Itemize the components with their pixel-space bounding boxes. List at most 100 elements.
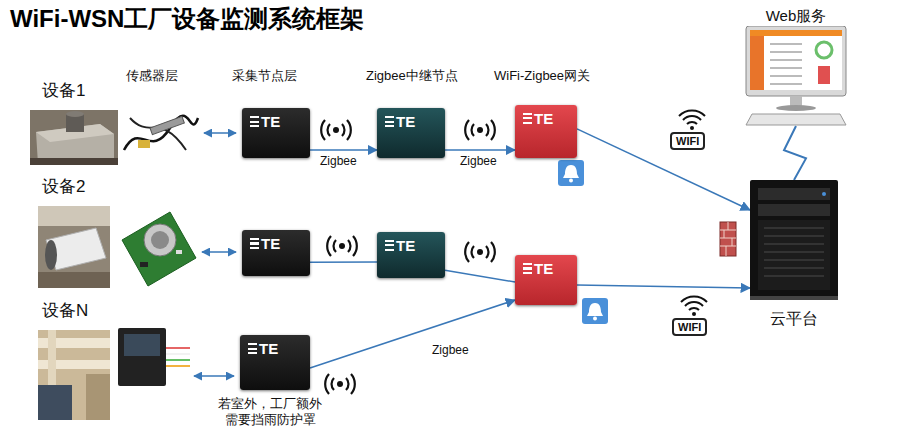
connector [310,261,377,263]
connector [577,285,750,288]
device-image [38,206,110,288]
logo-bars [385,116,394,127]
device-image-part [30,158,118,165]
firewall-bricks [720,222,736,256]
device-image-part [66,111,84,117]
wireless-dot [477,249,483,255]
device-heading: 设备2 [30,176,110,198]
te-logo: TE [523,261,553,276]
server-image-part [750,296,838,300]
wireless-icon [321,120,351,140]
cloud-heading: 云平台 [750,308,838,330]
server-image-part [822,192,826,196]
wifi-symbol [681,296,707,316]
server-image-part [750,180,838,300]
pcb-sensor-top [151,231,169,249]
sensor-cable [124,116,198,150]
server-image-part [764,228,824,276]
edge-label: Zigbee [430,343,471,357]
te-logo: TE [248,341,278,356]
lightning-link [784,126,806,180]
monitor-image-part [776,105,816,111]
logo-bars [250,116,259,127]
edge-label: Zigbee [318,154,359,168]
layer-heading: WiFi-Zigbee网关 [494,68,590,84]
logo-text: TE [396,238,415,253]
logo-text: TE [261,236,280,251]
device-image-part [30,110,118,165]
logo-bars [250,238,259,249]
meter-screen [124,334,160,356]
firewall-wall [720,222,736,256]
bell-ground [558,160,584,186]
wireless-arcs [465,242,495,262]
logo-bars [385,240,394,251]
device-image [38,330,110,420]
layer-heading: Zigbee中继节点 [366,68,458,84]
meter-body [118,328,166,386]
monitor-image [742,26,850,126]
alarm-bell [582,298,608,324]
wireless-dot [337,381,343,387]
te-logo: TE [385,238,415,253]
wireless-icon [465,242,495,262]
device-image-part [86,374,110,420]
monitor-image-part [818,66,830,84]
sensor-pcb [122,212,196,286]
wifi-arcs [679,110,705,124]
monitor-image-part [746,114,846,125]
te-module-box: TE [242,230,310,276]
monitor-image-part [750,30,842,36]
web-heading: Web服务 [742,6,850,26]
device-image-part [45,240,57,270]
logo-text: TE [534,111,553,126]
wifi-symbol [679,110,705,130]
device-image-part [38,206,110,288]
wireless-arcs [465,120,495,140]
wireless-icon [327,236,357,256]
layer-heading: 采集节点层 [232,68,297,84]
bell-shape [587,303,603,316]
wireless-arcs [327,236,357,256]
logo-text: TE [534,261,553,276]
device-heading: 设备1 [30,80,118,102]
device-image [30,110,118,165]
wireless-icon [465,120,495,140]
double-arrow [194,375,234,377]
te-module-box: TE [515,255,577,305]
server-image-part [758,204,830,216]
monitor-image-part [816,42,832,58]
server-image-part [758,220,830,290]
monitor-image-part [742,26,850,126]
wireless-dot [333,127,339,133]
pcb-chip [176,250,182,254]
te-logo: TE [250,114,280,129]
layer-heading: 传感器层 [126,68,178,84]
te-module-box: TE [242,108,310,158]
meter-wire [166,359,190,361]
logo-bars [523,263,532,274]
wireless-arcs [321,120,351,140]
pcb-sensor-can [144,224,176,256]
device-image-part [38,206,110,226]
monitor-image-part [746,26,846,96]
note-text: 若室外，工厂额外 需要挡雨防护罩 [214,396,326,428]
te-logo: TE [385,114,415,129]
bell-ground [582,298,608,324]
device-image-part [38,330,110,420]
meter-wire [166,353,190,355]
logo-text: TE [259,341,278,356]
alarm-bell [558,160,584,186]
connector [445,149,515,151]
connector [310,149,377,151]
bell-clapper [569,179,573,183]
device-photo: 设备1 [30,80,118,165]
sensor-meter [118,328,190,386]
te-module-box: TE [240,335,310,390]
title: WiFi-WSN工厂设备监测系统框架 [10,4,364,34]
device-image-part [38,330,110,420]
te-module-box: TE [377,108,445,158]
wireless-dot [477,127,483,133]
device-image-part [30,110,118,165]
